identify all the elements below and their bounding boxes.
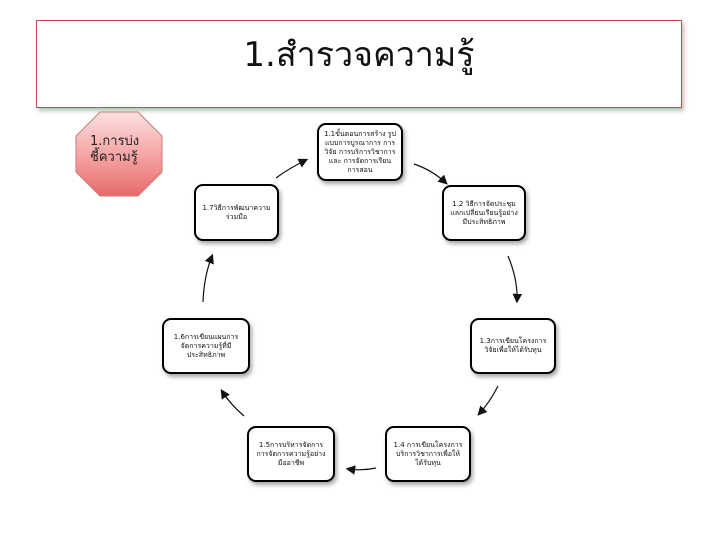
arrow-1-6-to-1-7	[202, 253, 214, 303]
node-1-7: 1.7วิธีการพัฒนาความ ร่วมมือ	[194, 184, 279, 241]
start-label: 1.การบ่ง ชี้ความรู้	[90, 134, 140, 165]
octagon-shape	[75, 111, 163, 197]
node-1-6-text: 1.6การเขียนแผนการ จัดการความรู้ที่มี ประ…	[173, 332, 239, 359]
node-1-5-text: 1.5การบริหารจัดการ การจัดการความรู้อย่าง…	[256, 440, 326, 467]
arrow-1-7-to-1-1	[275, 158, 309, 179]
page-title: 1.สำรวจความรู้	[243, 35, 475, 75]
node-1-2: 1.2 วิธีการจัดประชุม แลกเปลี่ยนเรียนรู้อ…	[442, 185, 526, 241]
node-1-7-text: 1.7วิธีการพัฒนาความ ร่วมมือ	[202, 203, 271, 221]
arrow-1-4-to-1-5	[345, 465, 377, 475]
node-1-3-text: 1.3การเขียนโครงการ วิจัยเพื่อให้ได้รับทุ…	[479, 337, 547, 354]
arrow-1-1-to-1-2	[413, 163, 448, 185]
node-1-4: 1.4 การเขียนโครงการ บริการวิชาการเพื่อให…	[385, 426, 471, 482]
node-1-6: 1.6การเขียนแผนการ จัดการความรู้ที่มี ประ…	[162, 318, 250, 374]
node-1-5: 1.5การบริหารจัดการ การจัดการความรู้อย่าง…	[247, 426, 335, 482]
title-box: 1.สำรวจความรู้	[36, 20, 682, 108]
arrow-1-3-to-1-4	[477, 385, 499, 416]
node-1-1: 1.1ขั้นตอนการสร้าง รูป แบบการบูรณาการ กา…	[317, 123, 403, 181]
start-octagon: 1.การบ่ง ชี้ความรู้	[74, 110, 164, 198]
node-1-3: 1.3การเขียนโครงการ วิจัยเพื่อให้ได้รับทุ…	[470, 318, 556, 374]
node-1-1-text: 1.1ขั้นตอนการสร้าง รูป แบบการบูรณาการ กา…	[324, 129, 396, 174]
arrow-1-2-to-1-3	[507, 255, 523, 304]
arrow-1-5-to-1-6	[220, 388, 245, 417]
node-1-4-text: 1.4 การเขียนโครงการ บริการวิชาการเพื่อให…	[393, 440, 463, 467]
node-1-2-text: 1.2 วิธีการจัดประชุม แลกเปลี่ยนเรียนรู้อ…	[450, 199, 518, 226]
